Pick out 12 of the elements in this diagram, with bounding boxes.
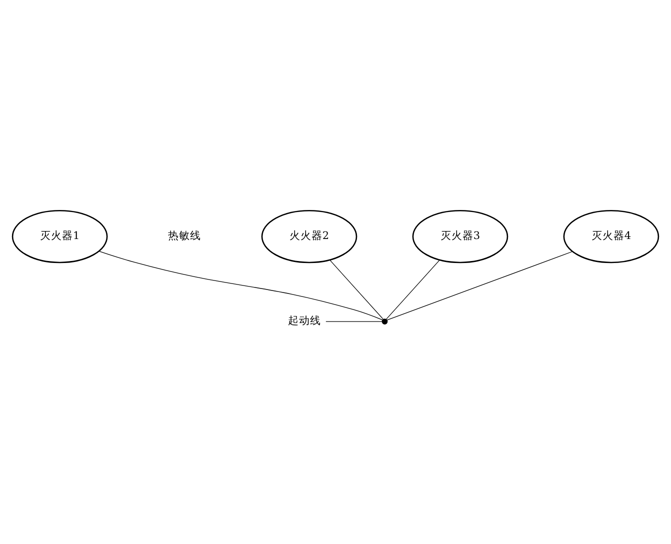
node-ellipse: 灭火器1 <box>12 210 108 264</box>
node-text: 起动线 <box>288 315 322 328</box>
node-ellipse: 火火器2 <box>261 210 358 264</box>
node-ellipse: 灭火器4 <box>563 210 660 264</box>
connector <box>326 321 383 322</box>
connector <box>386 260 440 320</box>
node-circle <box>382 318 388 325</box>
connector <box>330 260 384 320</box>
node-ellipse: 灭火器3 <box>412 210 508 264</box>
label: 热敏线 <box>168 230 202 242</box>
connector <box>98 250 384 320</box>
connector <box>386 251 573 320</box>
